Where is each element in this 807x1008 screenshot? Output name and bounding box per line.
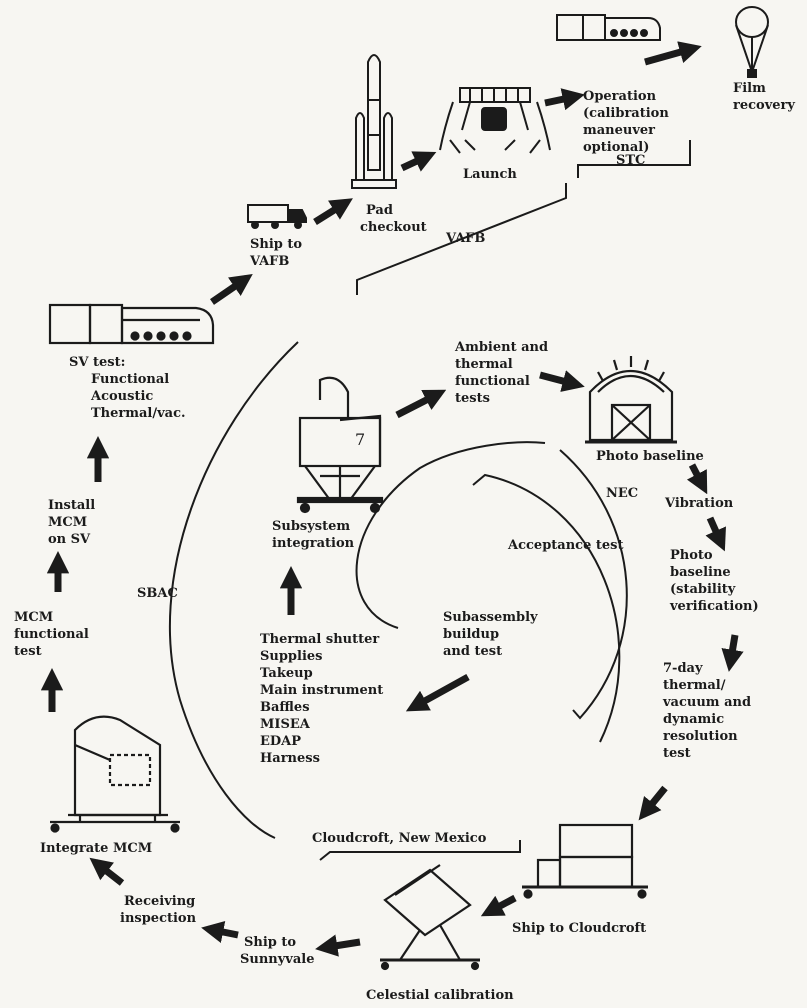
sv-test-label: SV test: Functional Acoustic Thermal/vac… — [69, 355, 186, 421]
components-list: Thermal shutter Supplies Takeup Main ins… — [260, 631, 383, 767]
launch-label: Launch — [463, 167, 517, 182]
component-item: MISEA — [260, 717, 310, 732]
truck-small-drawing — [247, 204, 307, 229]
launch-drawing — [439, 87, 551, 154]
component-item: Main instrument — [260, 683, 384, 698]
arrow-celestial-upward — [60, 312, 175, 345]
arrow-thermalvac-to-cloudcroft — [638, 785, 668, 821]
sbac-arc — [168, 341, 299, 839]
stc-zone-label: STC — [616, 153, 646, 168]
component-item: EDAP — [260, 734, 302, 749]
arrow-sunnyvale-to-receiving — [201, 921, 239, 944]
celestial-mount-drawing — [380, 864, 480, 971]
cloudcroft-nm-label: Cloudcroft, New Mexico — [312, 831, 487, 846]
arrow-photo-to-vibration — [686, 463, 708, 495]
arrow-ship-to-pad — [313, 198, 353, 225]
photo-baseline-label: Photo baseline — [596, 449, 704, 464]
component-item: Baffles — [260, 700, 310, 715]
component-item: Harness — [260, 751, 320, 766]
arrow-cloudcroft-to-celestial — [480, 894, 517, 917]
subsystem-fixture-drawing: 7 — [296, 376, 384, 514]
ship-cloudcroft-label: Ship to Cloudcroft — [512, 921, 647, 936]
mcm-stand-drawing — [50, 715, 180, 833]
rocket-drawing — [351, 54, 397, 189]
nec-outer-arc — [559, 449, 628, 720]
nec-inner-arc — [472, 473, 621, 743]
vafb-bracket — [356, 183, 567, 295]
stc-bracket — [577, 140, 691, 178]
sv-trailer-drawing — [48, 303, 215, 345]
cloudcroft-cart-drawing — [522, 823, 648, 899]
arrow-ambient-to-photo — [539, 370, 585, 392]
arrow-operation-to-recovery — [644, 41, 702, 66]
photo-shelter-drawing — [585, 356, 677, 444]
nec-zone-label: NEC — [606, 486, 639, 501]
arrow-receiving-to-integrate — [89, 857, 125, 886]
arrow-sv-to-ship — [210, 274, 253, 305]
arrow-pad-to-launch — [400, 151, 437, 172]
vibration-label: Vibration — [665, 496, 734, 511]
acceptance-test-label: Acceptance test — [508, 538, 624, 553]
arrow-launch-to-operation — [544, 88, 585, 111]
arrow-subassembly-to-components — [405, 673, 470, 712]
integrate-mcm-label: Integrate MCM — [40, 841, 153, 856]
arrow-celestial-to-sunnyvale — [315, 934, 361, 957]
arrow-vibration-to-photostab — [705, 516, 726, 552]
cloudcroft-bracket — [319, 840, 521, 861]
celestial-label: Celestial calibration — [366, 988, 514, 1003]
component-item: Takeup — [260, 666, 313, 681]
arrow-photostab-to-thermalvac — [721, 634, 744, 672]
vafb-zone-label: VAFB — [446, 231, 486, 246]
sbac-zone-label: SBAC — [137, 586, 178, 601]
trailer-top-drawing — [556, 14, 661, 41]
parachute-drawing — [735, 6, 769, 78]
arrow-subsystem-to-ambient — [395, 389, 447, 419]
svg-text:7: 7 — [355, 430, 365, 449]
component-item: Supplies — [260, 649, 323, 664]
component-item: Thermal shutter — [260, 632, 380, 647]
acceptance-spiral — [355, 441, 546, 629]
